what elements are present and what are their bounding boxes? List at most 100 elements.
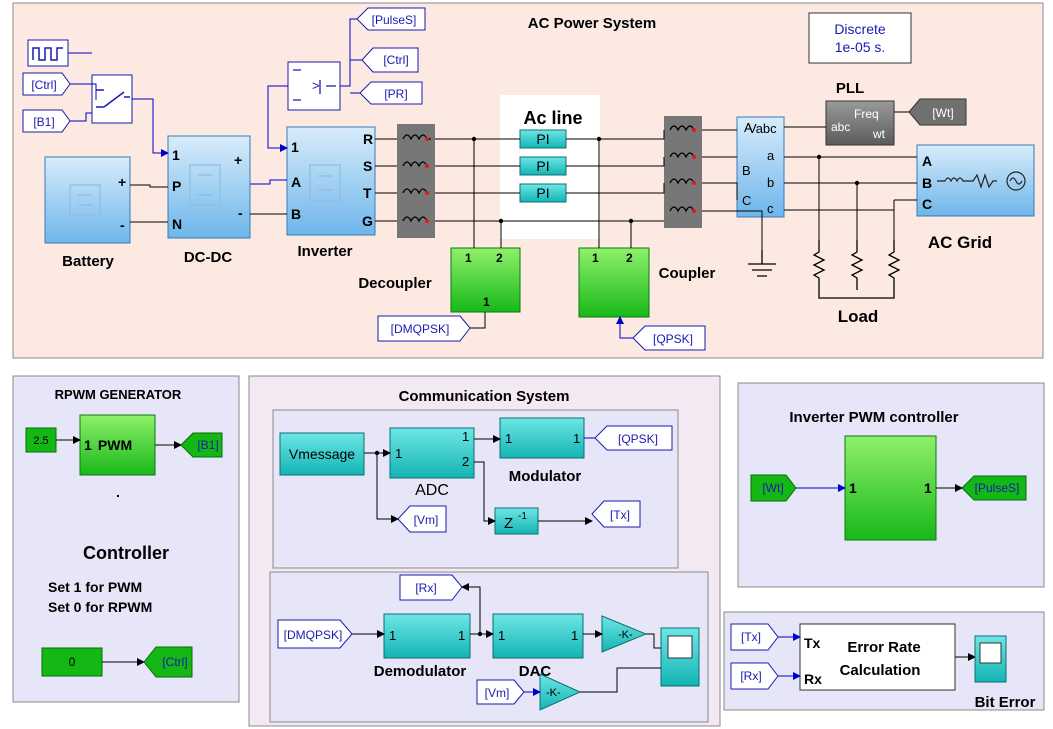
bit-error-scope[interactable] xyxy=(974,635,1007,683)
goto-pulses-tag[interactable]: [PulseS] xyxy=(356,7,426,31)
discrete-powergui-block[interactable]: Discrete 1e-05 s. xyxy=(808,12,912,64)
adc-block[interactable]: 1 1 2 xyxy=(389,427,475,479)
pll-label: PLL xyxy=(836,80,864,97)
pi-line-c[interactable]: PI xyxy=(519,183,567,203)
goto-vm-tag[interactable]: [Vm] xyxy=(397,505,447,533)
svg-text:1: 1 xyxy=(395,446,402,461)
adc-label: ADC xyxy=(415,482,449,499)
from-rx-tag[interactable]: [Rx] xyxy=(399,574,463,601)
svg-text:PI: PI xyxy=(536,158,549,174)
demodulator-block[interactable]: 1 1 xyxy=(383,613,471,659)
goto-wt-tag[interactable]: [Wt] xyxy=(908,98,967,126)
svg-text:[Rx]: [Rx] xyxy=(415,581,436,595)
from-rx-err-tag[interactable]: [Rx] xyxy=(730,662,779,690)
goto-tx-tag[interactable]: [Tx] xyxy=(591,500,641,528)
dcdc-label: DC-DC xyxy=(184,249,232,266)
dac-block[interactable]: 1 1 xyxy=(492,613,584,659)
switch-icon xyxy=(96,89,130,108)
error-rate-block[interactable]: Tx Rx Error Rate Calculation xyxy=(799,623,956,691)
goto-pulses-pwm-tag[interactable]: [PulseS] xyxy=(961,475,1027,501)
svg-text:C: C xyxy=(742,193,751,208)
svg-text:1: 1 xyxy=(924,480,932,496)
goto-qpsk-tag[interactable]: [QPSK] xyxy=(594,425,673,451)
switch-block-1[interactable] xyxy=(91,74,133,124)
multiport-switch-block[interactable]: > xyxy=(287,61,341,111)
battery-block[interactable]: + - xyxy=(44,156,131,244)
from-vm-tag[interactable]: [Vm] xyxy=(476,679,525,705)
svg-text:Error Rate: Error Rate xyxy=(847,639,920,656)
svg-text:[QPSK]: [QPSK] xyxy=(653,332,693,346)
controller-label: Controller xyxy=(83,543,169,563)
inverter-block[interactable]: 1 A B R S T G xyxy=(286,126,376,236)
svg-text:A: A xyxy=(744,120,753,135)
svg-text:G: G xyxy=(362,213,373,229)
load-label: Load xyxy=(838,307,879,326)
goto-b1-rpwm-tag[interactable]: [B1] xyxy=(180,432,223,458)
vmessage-block[interactable]: Vmessage xyxy=(279,432,365,476)
svg-text:[Vm]: [Vm] xyxy=(485,686,510,700)
svg-text:1: 1 xyxy=(592,251,599,265)
comm-title: Communication System xyxy=(399,388,570,405)
load-resistors[interactable] xyxy=(812,240,901,299)
ac-source-icon xyxy=(1006,171,1026,191)
svg-text:R: R xyxy=(363,131,373,147)
svg-text:Rx: Rx xyxy=(804,671,822,687)
rpwm-title: RPWM GENERATOR xyxy=(55,387,182,402)
const-2p5-block[interactable]: 2.5 xyxy=(25,427,57,453)
modulator-block[interactable]: 1 1 xyxy=(499,417,585,459)
modulator-label: Modulator xyxy=(509,468,582,485)
svg-text:[Tx]: [Tx] xyxy=(610,508,630,522)
goto-ctrl-rpwm-tag[interactable]: [Ctrl] xyxy=(143,646,193,678)
pulse-generator-block[interactable] xyxy=(27,39,69,67)
ac-grid-block[interactable]: A B C xyxy=(916,144,1035,217)
vi-measurement-block[interactable]: A Vabc B C a b c xyxy=(736,116,785,218)
scope-icon xyxy=(667,635,693,659)
coupler-block[interactable]: 1 2 xyxy=(578,247,650,318)
from-tx-tag[interactable]: [Tx] xyxy=(730,623,779,651)
pll-block[interactable]: abc Freq wt xyxy=(825,100,895,146)
svg-text:[B1]: [B1] xyxy=(33,115,54,129)
scope-comm-block[interactable] xyxy=(660,627,700,687)
from-ctrl-tag[interactable]: [Ctrl] xyxy=(22,72,71,96)
unit-delay-block[interactable]: Z -1 xyxy=(494,507,539,535)
inv-pwm-block[interactable]: 1 1 xyxy=(844,435,937,541)
svg-text:-1: -1 xyxy=(518,511,527,522)
const-0-block[interactable]: 0 xyxy=(41,647,103,677)
svg-text:T: T xyxy=(363,185,372,201)
decoupler-label: Decoupler xyxy=(358,275,432,292)
svg-text:[PulseS]: [PulseS] xyxy=(975,481,1020,495)
svg-text:B: B xyxy=(742,163,751,178)
inv-pwm-title: Inverter PWM controller xyxy=(789,409,958,426)
goto-pr-tag[interactable]: [PR] xyxy=(359,81,423,105)
comm-rx-wires xyxy=(352,583,661,693)
decoupler-inductors[interactable] xyxy=(397,124,435,238)
dcdc-block[interactable]: 1 P N + - xyxy=(167,135,251,239)
discrete-line2: 1e-05 s. xyxy=(835,39,886,55)
note-pwm: Set 1 for PWM xyxy=(48,579,142,595)
pi-line-b[interactable]: PI xyxy=(519,156,567,176)
svg-text:>: > xyxy=(312,78,320,93)
svg-text:[Wt]: [Wt] xyxy=(762,481,783,495)
svg-text:1: 1 xyxy=(571,628,578,643)
from-qpsk-tag[interactable]: [QPSK] xyxy=(632,325,706,351)
svg-text:[Tx]: [Tx] xyxy=(741,630,761,644)
svg-text:A: A xyxy=(922,153,932,169)
goto-dmqpsk-tag[interactable]: [DMQPSK] xyxy=(377,315,471,342)
pwm-block[interactable]: 1 PWM xyxy=(79,414,156,476)
svg-text:[B1]: [B1] xyxy=(197,438,218,452)
from-b1-tag[interactable]: [B1] xyxy=(22,109,71,133)
svg-text:c: c xyxy=(767,201,774,216)
svg-text:PI: PI xyxy=(536,185,549,201)
ac-grid-label: AC Grid xyxy=(928,233,992,252)
acline-label: Ac line xyxy=(523,108,582,128)
goto-ctrl-tag[interactable]: [Ctrl] xyxy=(361,47,419,73)
pi-line-a[interactable]: PI xyxy=(519,129,567,149)
svg-text:2: 2 xyxy=(626,251,633,265)
from-wt-tag[interactable]: [Wt] xyxy=(750,474,797,502)
svg-text:[QPSK]: [QPSK] xyxy=(618,432,658,446)
coupler-inductors[interactable] xyxy=(664,116,702,228)
decoupler-block[interactable]: 1 2 1 xyxy=(450,247,521,313)
svg-text:Vmessage: Vmessage xyxy=(289,446,355,462)
from-dmqpsk-tag[interactable]: [DMQPSK] xyxy=(277,619,353,649)
svg-text:1: 1 xyxy=(498,628,505,643)
